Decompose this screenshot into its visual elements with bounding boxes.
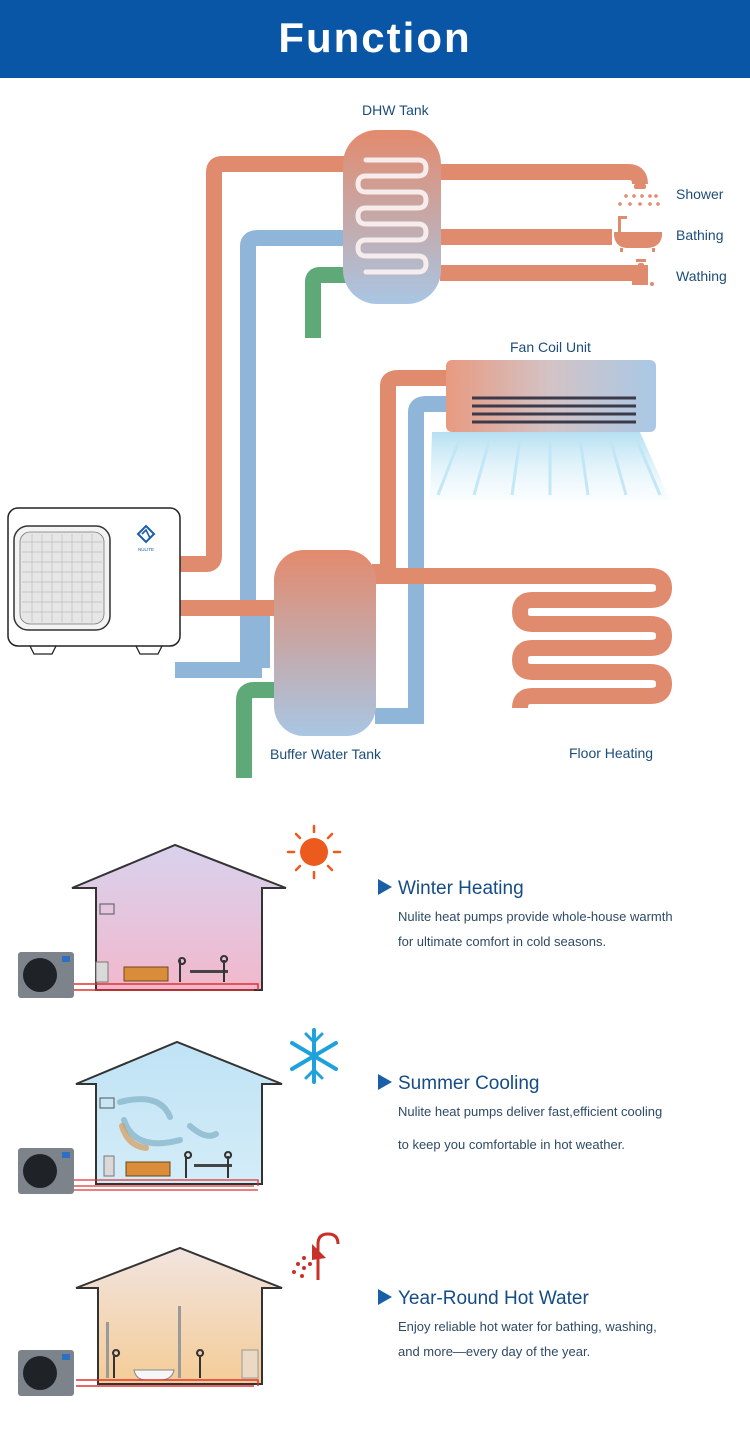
hot-water-illustration [18,1232,340,1396]
winter-heating-desc-line1: Nulite heat pumps provide whole-house wa… [398,909,673,924]
mini-heat-pump-icon [18,1350,74,1396]
dhw-tank [343,130,441,304]
mini-heat-pump-icon [18,1148,74,1194]
winter-heating-desc-line2: for ultimate comfort in cold seasons. [398,934,607,949]
cold-pipe [175,230,448,724]
fan-coil-unit [430,360,670,500]
bathtub-icon [614,216,662,252]
snowflake-icon [290,1028,338,1084]
bullet-triangle-icon [378,879,392,895]
unit-brand-text: NULITE [138,547,154,552]
shower-icon [292,1232,340,1280]
hot-water-desc-line2: and more—every day of the year. [398,1344,591,1359]
winter-heating-illustration [18,824,342,998]
hot-pipe [180,156,673,709]
sun-icon [286,824,342,880]
hot-water-title: Year-Round Hot Water [378,1288,589,1310]
bullet-triangle-icon [378,1074,392,1090]
shower-label: Shower [676,186,724,202]
header-banner: Function [0,0,750,78]
shower-head-icon [618,184,660,206]
green-pipe [236,267,346,778]
wathing-label: Wathing [676,268,727,284]
dhw-tank-label: DHW Tank [362,102,429,118]
floor-heating-label: Floor Heating [569,745,654,761]
system-diagram: NULITE [7,130,673,778]
hot-water-desc-line1: Enjoy reliable hot water for bathing, wa… [398,1319,657,1334]
bullet-triangle-icon [378,1289,392,1305]
summer-cooling-title: Summer Cooling [378,1073,540,1095]
bathing-label: Bathing [676,227,724,243]
summer-cooling-illustration [18,1028,338,1194]
summer-cooling-desc-line1: Nulite heat pumps deliver fast,efficient… [398,1104,663,1119]
winter-heating-title: Winter Heating [378,878,524,900]
fan-coil-unit-label: Fan Coil Unit [510,339,591,355]
buffer-water-tank [274,550,376,736]
summer-cooling-desc-line2: to keep you comfortable in hot weather. [398,1137,625,1152]
page-title: Function [278,14,472,61]
brand-logo-icon [136,524,156,544]
mini-heat-pump-icon [18,952,74,998]
buffer-water-tank-label: Buffer Water Tank [270,746,382,762]
tap-icon [630,259,654,286]
heat-pump-unit: NULITE [7,507,181,655]
